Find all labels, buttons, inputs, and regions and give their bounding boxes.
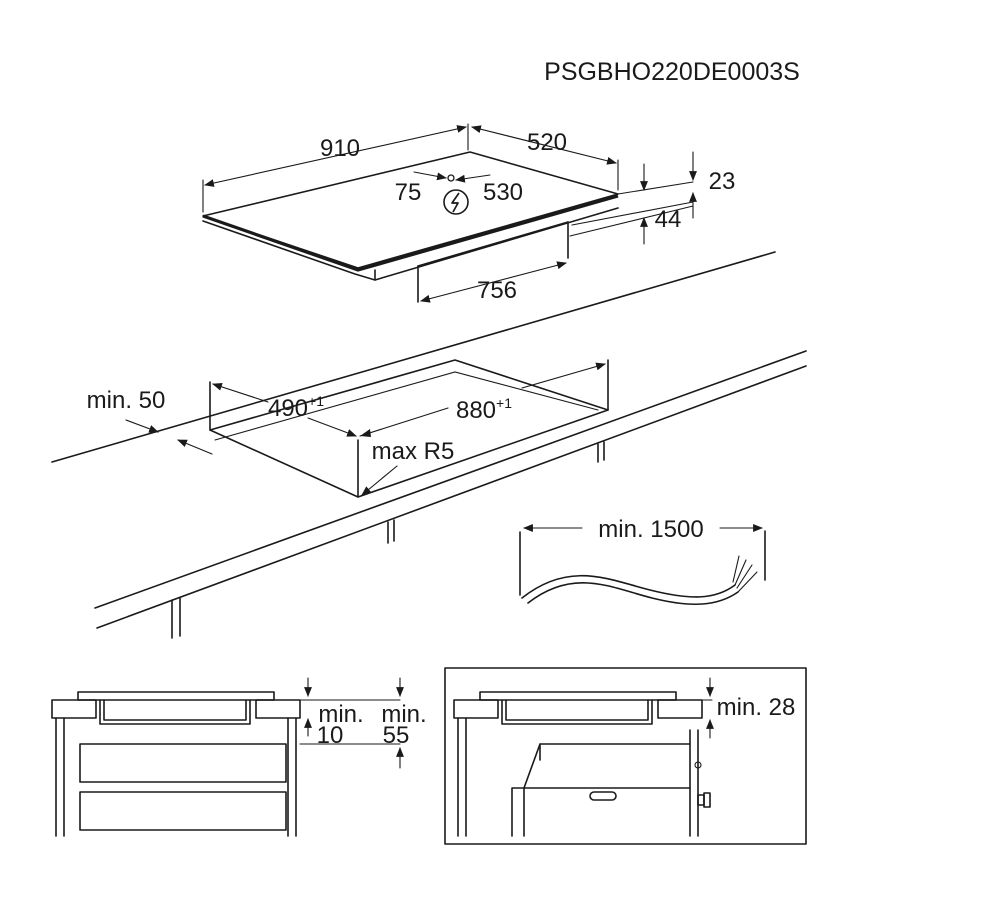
drawer-min-b-value: 55 bbox=[383, 722, 410, 749]
dim-corner-radius: max R5 bbox=[361, 438, 455, 496]
dim-hob-width-label: 910 bbox=[320, 135, 360, 162]
hob-underside-box bbox=[417, 221, 569, 303]
drawer-min-a-value: 10 bbox=[317, 722, 344, 749]
dim-cutout-depth: 490+1 bbox=[212, 383, 357, 437]
oven-body bbox=[523, 743, 691, 837]
drawer-min-b-label: min. bbox=[381, 701, 426, 728]
power-cable: min. 1500 bbox=[519, 516, 766, 606]
dim-corner-radius-label: max R5 bbox=[372, 438, 455, 465]
oven-min-label: min. 28 bbox=[717, 694, 796, 721]
power-connection-icon bbox=[443, 189, 469, 215]
dim-cutout-offset-label: 75 bbox=[395, 179, 422, 206]
dim-cutout-width-label: 880+1 bbox=[456, 395, 512, 424]
dim-cutout-inner-label: 530 bbox=[483, 179, 523, 206]
dim-hob-height: 23 44 bbox=[640, 151, 736, 245]
drawer-min-a-label: min. bbox=[318, 701, 363, 728]
dim-cutout-width: 880+1 bbox=[359, 362, 606, 437]
dim-height-top-label: 23 bbox=[709, 168, 736, 195]
dim-hob-depth: 520 bbox=[471, 125, 619, 191]
oven-section-frame bbox=[444, 667, 807, 845]
dim-hob-depth-label: 520 bbox=[527, 129, 567, 156]
dim-box-width: 756 bbox=[420, 261, 567, 304]
oven-section: min. 28 bbox=[444, 667, 807, 845]
hob-glass-top bbox=[202, 151, 619, 269]
dim-hob-center: 75 530 bbox=[395, 171, 523, 215]
dim-box-width-label: 756 bbox=[477, 277, 517, 304]
hob-drawing bbox=[202, 151, 694, 303]
dim-height-bottom-label: 44 bbox=[655, 206, 682, 233]
dim-cutout-depth-label: 490+1 bbox=[268, 393, 324, 422]
countertop-drawing bbox=[51, 251, 807, 639]
model-code: PSGBHO220DE0003S bbox=[544, 58, 800, 86]
dim-hob-width: 910 bbox=[202, 123, 469, 213]
cable-length-label: min. 1500 bbox=[598, 516, 703, 543]
drawer-section: min. 10 min. 55 bbox=[51, 677, 427, 837]
dim-edge-min-label: min. 50 bbox=[87, 387, 166, 414]
dim-edge-min: min. 50 bbox=[87, 387, 213, 455]
